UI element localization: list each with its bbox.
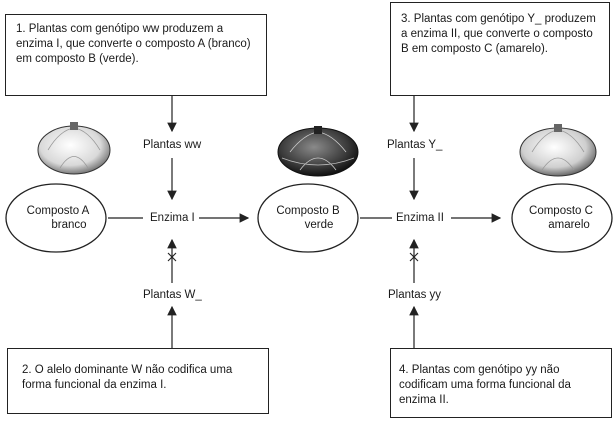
genotype-yy-label: Plantas yy (388, 289, 442, 301)
genotype-y-label: Plantas Y_ (387, 139, 443, 151)
info-box-4: 4. Plantas com genótipo yy não codificam… (390, 348, 612, 418)
white-squash-icon (37, 122, 111, 175)
genotype-w-label: Plantas W_ (143, 289, 202, 301)
info-box-1: 1. Plantas com genótipo ww produzem a en… (5, 14, 267, 96)
compound-a-label: Composto A branco (16, 204, 100, 232)
compound-b-label: Composto B verde (266, 204, 350, 232)
green-squash-icon (277, 126, 359, 177)
enzyme-1-label: Enzima I (150, 212, 195, 224)
compound-a-ellipse (5, 183, 107, 253)
compound-c-name: Composto C (529, 205, 593, 217)
compound-b-name: Composto B (276, 205, 340, 217)
info-box-3: 3. Plantas com genótipo Y_ produzem a en… (390, 2, 610, 96)
compound-b-color: verde (304, 219, 334, 231)
info-box-2: 2. O alelo dominante W não codifica uma … (7, 348, 269, 414)
compound-c-ellipse (511, 183, 613, 253)
compound-c-color: amarelo (548, 219, 590, 231)
compound-a-color: branco (51, 219, 87, 231)
compound-b-ellipse (257, 183, 359, 253)
yellow-squash-icon (519, 124, 597, 177)
compound-c-label: Composto C amarelo (519, 204, 603, 232)
genotype-ww-label: Plantas ww (143, 139, 202, 151)
enzyme-2-label: Enzima II (396, 212, 444, 224)
compound-a-name: Composto A (26, 205, 90, 217)
